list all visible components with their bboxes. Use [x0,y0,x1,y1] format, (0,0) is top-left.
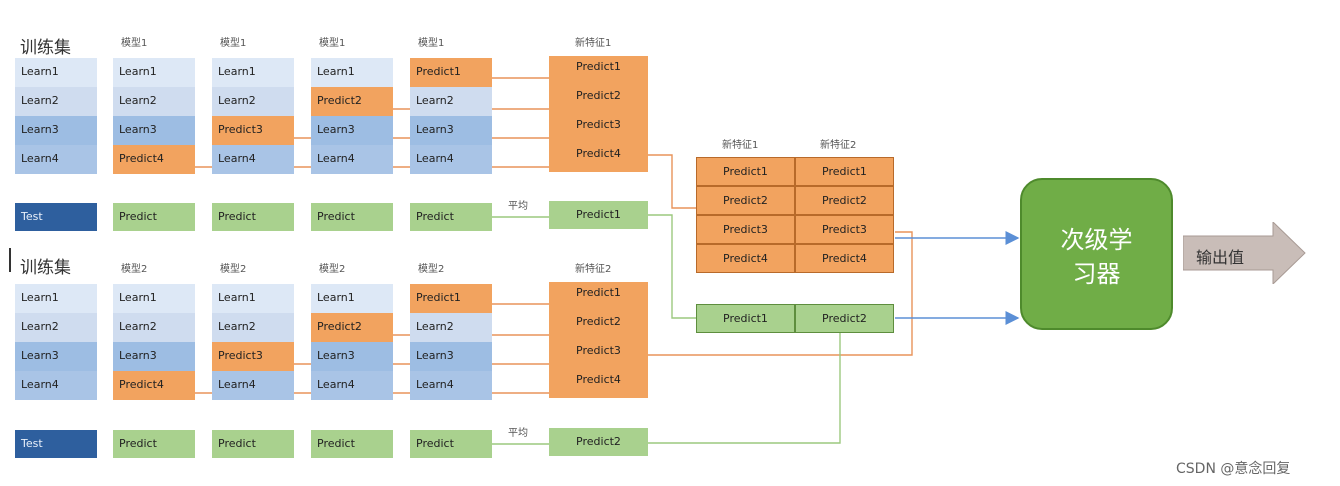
feature2-to-merged-connector [648,231,913,356]
merged-cell: Predict1 [696,157,795,186]
merged-cell: Predict2 [795,186,894,215]
model-label: 模型2 [418,264,445,275]
fold-cell: Learn2 [113,87,195,116]
merged-header-2: 新特征2 [820,140,857,151]
test-predict-cell: Predict [311,430,393,458]
train-cell: Learn2 [15,313,97,342]
meta-learner-box: 次级学 习器 [1020,178,1173,330]
fold-cell: Learn2 [113,313,195,342]
fold-cell: Predict4 [113,371,195,400]
fold-cell: Learn1 [212,58,294,87]
average-label: 平均 [508,201,528,212]
fold-cell: Learn3 [410,342,492,371]
test-predict-cell: Predict [113,203,195,231]
train-cell: Learn1 [15,58,97,87]
fold-cell: Predict3 [212,116,294,145]
fold-cell: Learn4 [410,371,492,400]
merged-cell: Predict1 [795,157,894,186]
fold-cell: Learn4 [410,145,492,174]
fold-cell: Predict1 [410,284,492,313]
fold-cell: Learn1 [212,284,294,313]
meta-learner-line2: 习器 [1072,260,1121,288]
fold-cell: Learn3 [311,116,393,145]
train-cell: Learn3 [15,342,97,371]
meta-learner-line1: 次级学 [1060,226,1133,254]
test-predict-cell: Predict [212,203,294,231]
average-result-cell: Predict1 [549,201,648,229]
model-label: 模型2 [319,264,346,275]
test-cell: Test [15,430,97,458]
test2-to-merged-connector [648,333,841,444]
train-cell: Learn1 [15,284,97,313]
fold-cell: Learn1 [311,284,393,313]
merged-test-cell: Predict2 [795,304,894,333]
fold-cell: Learn1 [113,58,195,87]
new-feature-label: 新特征2 [575,264,612,275]
fold-cell: Learn3 [113,342,195,371]
merged-cell: Predict3 [795,215,894,244]
fold-cell: Learn4 [212,371,294,400]
fold-cell: Learn3 [113,116,195,145]
test-cell: Test [15,203,97,231]
fold-cell: Predict2 [311,313,393,342]
new-feature-cell: Predict3 [549,340,648,369]
test-predict-cell: Predict [113,430,195,458]
output-arrow-icon [1183,222,1306,284]
test-predict-cell: Predict [410,203,492,231]
fold-cell: Predict4 [113,145,195,174]
merged-cell: Predict4 [696,244,795,273]
model-label: 模型1 [121,38,148,49]
output-label: 输出值 [1196,248,1245,267]
fold-cell: Learn3 [311,342,393,371]
new-feature-cell: Predict3 [549,114,648,143]
model-label: 模型1 [220,38,247,49]
new-feature-cell: Predict2 [549,311,648,340]
test-predict-cell: Predict [212,430,294,458]
fold-cell: Learn4 [212,145,294,174]
average-label: 平均 [508,428,528,439]
fold-cell: Predict2 [311,87,393,116]
merged-cell: Predict2 [696,186,795,215]
new-feature-cell: Predict2 [549,85,648,114]
fold-cell: Predict1 [410,58,492,87]
merged-cell: Predict3 [696,215,795,244]
fold-cell: Learn2 [410,313,492,342]
fold-cell: Predict3 [212,342,294,371]
fold-cell: Learn2 [212,313,294,342]
train-cell: Learn3 [15,116,97,145]
model-label: 模型2 [121,264,148,275]
section-marker [9,248,11,272]
fold-cell: Learn3 [410,116,492,145]
merged-test-cell: Predict1 [696,304,795,333]
watermark: CSDN @意念回复 [1176,461,1291,477]
model-label: 模型1 [319,38,346,49]
fold-cell: Learn4 [311,145,393,174]
fold-cell: Learn4 [311,371,393,400]
section-title: 训练集 [20,38,71,58]
feature1-to-merged-connector [648,154,696,209]
fold-cell: Learn1 [311,58,393,87]
fold-cell: Learn2 [410,87,492,116]
test-predict-cell: Predict [311,203,393,231]
new-feature-cell: Predict1 [549,282,648,311]
model-label: 模型1 [418,38,445,49]
section-title: 训练集 [20,258,71,278]
new-feature-label: 新特征1 [575,38,612,49]
train-cell: Learn4 [15,371,97,400]
new-feature-cell: Predict4 [549,369,648,398]
train-cell: Learn4 [15,145,97,174]
merged-header-1: 新特征1 [722,140,759,151]
average-result-cell: Predict2 [549,428,648,456]
test1-to-merged-connector [648,214,696,319]
new-feature-cell: Predict4 [549,143,648,172]
fold-cell: Learn1 [113,284,195,313]
merged-cell: Predict4 [795,244,894,273]
fold-cell: Learn2 [212,87,294,116]
train-cell: Learn2 [15,87,97,116]
model-label: 模型2 [220,264,247,275]
new-feature-cell: Predict1 [549,56,648,85]
test-predict-cell: Predict [410,430,492,458]
